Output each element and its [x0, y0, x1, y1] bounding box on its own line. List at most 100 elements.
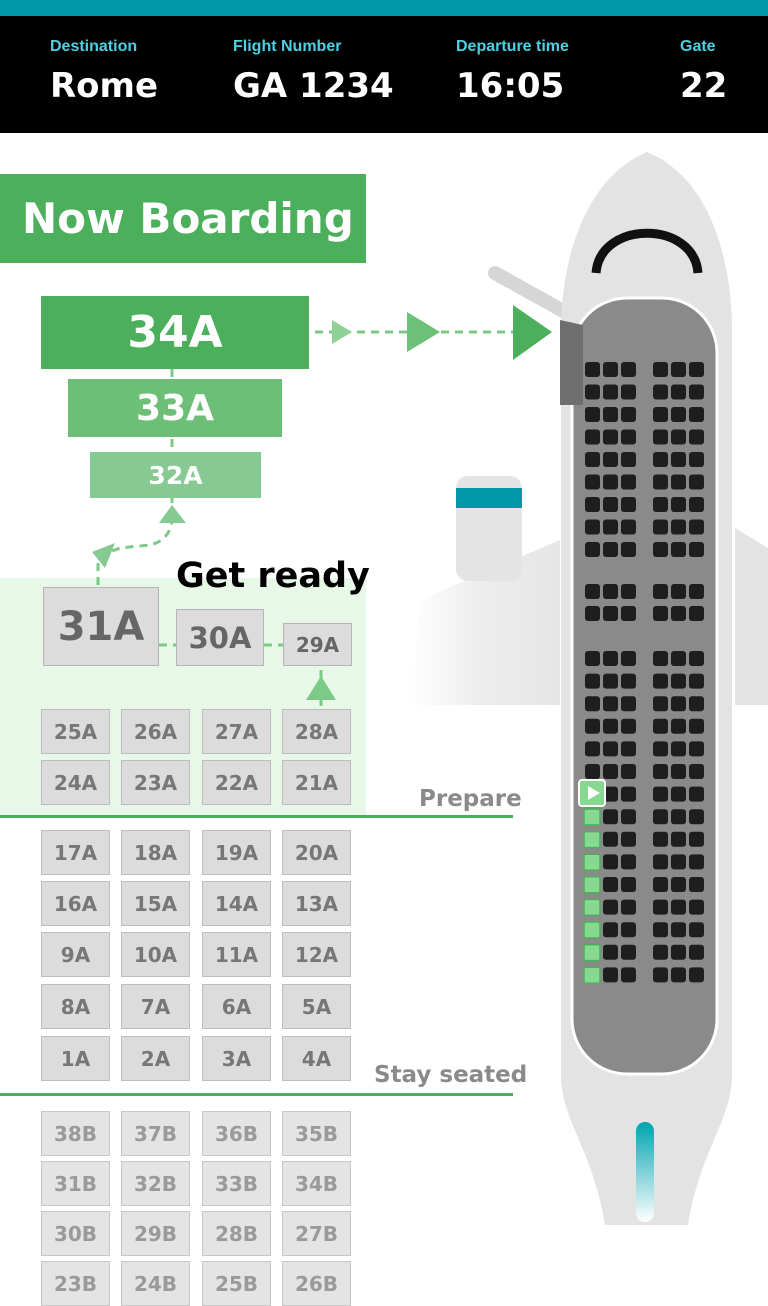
seat-12a: 12A: [282, 932, 351, 977]
cabin-seat: [621, 786, 636, 802]
seat-38b: 38B: [41, 1111, 110, 1156]
seat-23a: 23A: [121, 760, 190, 805]
cockpit-window: [591, 228, 703, 274]
right-wing: [735, 528, 768, 705]
cabin-seat: [689, 764, 704, 779]
cabin-seat: [653, 673, 668, 689]
cabin-seat: [689, 899, 704, 915]
cabin-seat: [689, 786, 704, 802]
cabin-seat: [671, 786, 686, 802]
destination-value: Rome: [50, 66, 159, 106]
cabin-seat: [653, 452, 668, 467]
cabin-seat: [653, 651, 668, 666]
seat-25a: 25A: [41, 709, 110, 754]
ready-seat-31a: 31A: [43, 587, 159, 666]
highlighted-seat: [583, 808, 601, 826]
prepare-divider: [0, 815, 513, 818]
cabin-seat: [671, 809, 686, 825]
seat-30b: 30B: [41, 1211, 110, 1256]
seat-20a: 20A: [282, 830, 351, 875]
engine-stripe: [456, 488, 522, 508]
jet-bridge: [488, 266, 572, 319]
seat-37b: 37B: [121, 1111, 190, 1156]
gate-value: 22: [680, 66, 728, 106]
destination-label: Destination: [50, 38, 138, 55]
seat-15a: 15A: [121, 881, 190, 926]
ready-seat-29a: 29A: [283, 623, 352, 666]
cabin-seat: [653, 967, 668, 983]
cabin-seat: [621, 922, 636, 938]
cabin-seat: [621, 407, 636, 422]
cabin-seat: [689, 362, 704, 377]
cabin-seat: [585, 384, 600, 400]
seat-1a: 1A: [41, 1036, 110, 1081]
cabin-seat: [653, 584, 668, 599]
highlighted-seat: [583, 921, 601, 939]
seat-28a: 28A: [282, 709, 351, 754]
highlighted-seat: [583, 853, 601, 871]
cabin-seat: [603, 542, 618, 557]
cabin-seat: [653, 809, 668, 825]
cabin-seat: [671, 542, 686, 557]
left-wing: [410, 476, 560, 705]
cabin-seat: [621, 696, 636, 712]
cabin-seat: [603, 831, 618, 847]
cabin-seat: [603, 497, 618, 512]
cabin-seat: [671, 764, 686, 779]
cabin-seat: [653, 519, 668, 535]
cabin-seat: [671, 362, 686, 377]
cabin-seat: [653, 786, 668, 802]
cabin-seat: [603, 764, 618, 779]
arrow-right-icon: [513, 305, 552, 360]
cabin-seat: [653, 384, 668, 400]
cabin-seat: [653, 718, 668, 734]
cabin-seat: [653, 922, 668, 938]
cabin-seat: [671, 854, 686, 870]
seat-10a: 10A: [121, 932, 190, 977]
cabin-seat: [671, 497, 686, 512]
cabin-seat: [585, 474, 600, 490]
cabin-seat: [603, 673, 618, 689]
cabin-seat: [603, 741, 618, 757]
cabin-seat: [689, 854, 704, 870]
seat-24b: 24B: [121, 1261, 190, 1306]
cabin-seat: [621, 384, 636, 400]
cabin-seat: [671, 474, 686, 490]
boarding-connectors: [92, 305, 552, 706]
cabin-seat: [653, 741, 668, 757]
cabin-seat: [689, 384, 704, 400]
cabin-seat: [603, 877, 618, 892]
cabin-seat: [621, 809, 636, 825]
boarding-seat-32a: 32A: [90, 452, 261, 498]
seat-26a: 26A: [121, 709, 190, 754]
cabin-seat: [653, 899, 668, 915]
cabin-seat: [621, 967, 636, 983]
seat-32b: 32B: [121, 1161, 190, 1206]
cabin-seat: [621, 944, 636, 960]
cabin-seat: [689, 944, 704, 960]
cabin-seat: [689, 877, 704, 892]
cabin-seat: [689, 519, 704, 535]
arrow-up-icon: [92, 543, 115, 568]
cabin-seat: [689, 831, 704, 847]
cabin-seat: [689, 922, 704, 938]
cabin-seat: [585, 519, 600, 535]
cabin-seat: [621, 519, 636, 535]
cabin-seat: [653, 606, 668, 621]
cabin-seat: [653, 497, 668, 512]
cabin-seat: [603, 384, 618, 400]
cabin-seat: [653, 429, 668, 445]
cabin-seat: [689, 474, 704, 490]
cabin-seat: [671, 673, 686, 689]
cabin-seat: [585, 651, 600, 666]
seat-19a: 19A: [202, 830, 271, 875]
arrow-right-icon: [407, 312, 440, 352]
now-boarding-banner: Now Boarding: [0, 174, 366, 263]
cabin-seat: [621, 854, 636, 870]
cabin-seat: [621, 673, 636, 689]
cabin-seat: [653, 854, 668, 870]
cabin-seat: [585, 584, 600, 599]
seat-23b: 23B: [41, 1261, 110, 1306]
cabin-seat: [621, 899, 636, 915]
